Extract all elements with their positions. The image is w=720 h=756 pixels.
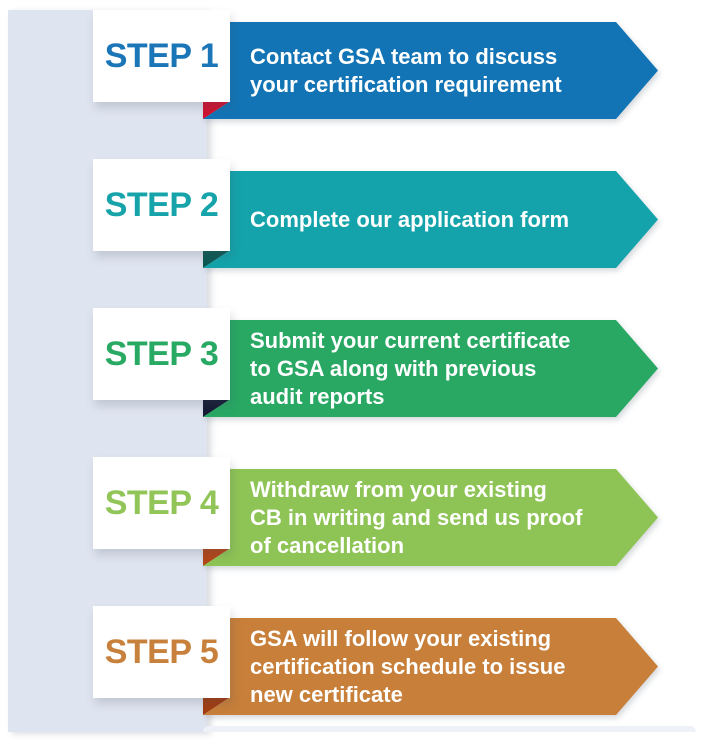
step-5-card: STEP 5	[93, 606, 230, 698]
arrow-banner-icon	[203, 171, 658, 268]
step-5-description: GSA will follow your existing certificat…	[250, 625, 566, 707]
arrow-banner-icon	[203, 320, 658, 417]
step-5-arrow-banner-shape	[203, 618, 658, 715]
step-3-label: STEP 3	[104, 334, 219, 373]
step-2-label: STEP 2	[104, 185, 219, 224]
step-1-arrow-banner-shape	[203, 22, 658, 119]
step-1-description: Contact GSA team to discuss your certifi…	[250, 43, 562, 97]
step-row-3: STEP 3 Submit your current certificate t…	[0, 308, 720, 458]
step-2-arrow-banner-shape	[203, 171, 658, 268]
step-3-description: Submit your current certificate to GSA a…	[250, 327, 571, 409]
step-3-arrow-banner-shape	[203, 320, 658, 417]
step-row-5: STEP 5 GSA will follow your existing cer…	[0, 606, 720, 756]
step-2-card: STEP 2	[93, 159, 230, 251]
step-1-card: STEP 1	[93, 10, 230, 102]
step-4-arrow-banner-shape	[203, 469, 658, 566]
step-3-card: STEP 3	[93, 308, 230, 400]
arrow-banner-icon	[203, 469, 658, 566]
bottom-partial-panel	[203, 726, 696, 732]
step-4-label: STEP 4	[104, 483, 219, 522]
arrow-banner-icon	[203, 618, 658, 715]
infographic-canvas: STEP 1 Contact GSA team to discuss your …	[0, 10, 720, 732]
arrow-banner-icon	[203, 22, 658, 119]
step-5-label: STEP 5	[104, 632, 219, 671]
step-1-label: STEP 1	[104, 36, 219, 75]
step-4-description: Withdraw from your existing CB in writin…	[250, 476, 583, 558]
step-2-description: Complete our application form	[250, 206, 570, 232]
step-4-card: STEP 4	[93, 457, 230, 549]
step-row-2: STEP 2 Complete our application form	[0, 159, 720, 309]
step-row-4: STEP 4 Withdraw from your existing CB in…	[0, 457, 720, 607]
step-row-1: STEP 1 Contact GSA team to discuss your …	[0, 10, 720, 160]
